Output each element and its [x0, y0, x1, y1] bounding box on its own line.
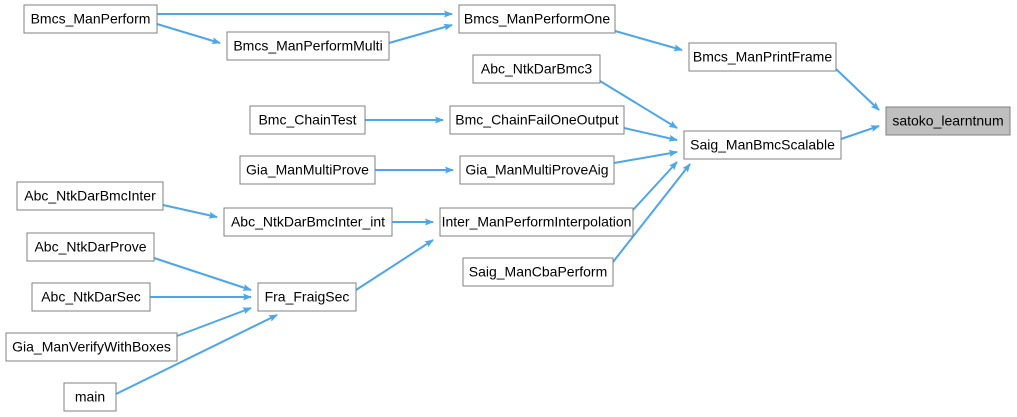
- node-box-bmcs_manperformmulti[interactable]: [226, 31, 390, 61]
- edge-gia_manverifywithboxes-to-fra_fraigsec: [176, 307, 252, 337]
- node-label-bmc_chaintest: Bmc_ChainTest: [258, 112, 356, 128]
- node-box-bmcs_manperform[interactable]: [23, 4, 158, 34]
- nodes-layer: Bmcs_ManPerformBmcs_ManPerformMultiBmcs_…: [5, 4, 1011, 412]
- node-bmc_chainfailoneoutput[interactable]: Bmc_ChainFailOneOutput: [449, 105, 625, 135]
- node-box-saig_manbmcscalable[interactable]: [683, 130, 842, 160]
- node-label-abc_ntkdarbmcinter: Abc_NtkDarBmcInter: [24, 188, 156, 204]
- node-box-inter_manperforminterp[interactable]: [439, 207, 634, 237]
- edge-abc_ntkdarbmcinter-to-abc_ntkdarbmcinter_int: [162, 204, 218, 219]
- node-bmcs_manperform[interactable]: Bmcs_ManPerform: [23, 4, 158, 34]
- edge-fra_fraigsec-to-inter_manperforminterp: [355, 239, 434, 291]
- node-box-bmc_chainfailoneoutput[interactable]: [449, 105, 625, 135]
- edge-main-to-fra_fraigsec: [115, 314, 278, 395]
- node-label-gia_manmultiproveaig: Gia_ManMultiProveAig: [465, 162, 608, 178]
- node-label-gia_manmultiprove: Gia_ManMultiProve: [246, 162, 369, 178]
- node-label-abc_ntkdarsec: Abc_NtkDarSec: [41, 289, 141, 305]
- node-label-bmc_chainfailoneoutput: Bmc_ChainFailOneOutput: [455, 112, 619, 128]
- edge-abc_ntkdarprove-to-fra_fraigsec: [153, 257, 252, 291]
- node-box-abc_ntkdarprove[interactable]: [26, 232, 155, 262]
- node-label-fra_fraigsec: Fra_FraigSec: [265, 289, 350, 305]
- node-label-gia_manverifywithboxes: Gia_ManVerifyWithBoxes: [12, 339, 171, 355]
- edge-saig_manbmcscalable-to-satoko_learntnum: [840, 125, 880, 140]
- node-box-saig_mancbaperform[interactable]: [462, 257, 614, 287]
- node-box-abc_ntkdarsec[interactable]: [31, 282, 151, 312]
- edge-inter_manperforminterp-to-saig_manbmcscalable: [632, 161, 678, 211]
- edge-saig_mancbaperform-to-saig_manbmcscalable: [612, 163, 691, 263]
- node-label-abc_ntkdarbmcinter_int: Abc_NtkDarBmcInter_int: [231, 214, 385, 230]
- node-label-saig_manbmcscalable: Saig_ManBmcScalable: [690, 137, 835, 153]
- node-bmcs_manperformone[interactable]: Bmcs_ManPerformOne: [458, 4, 616, 34]
- node-gia_manverifywithboxes[interactable]: Gia_ManVerifyWithBoxes: [5, 332, 178, 362]
- node-satoko_learntnum[interactable]: satoko_learntnum: [885, 106, 1011, 136]
- edges-layer: [115, 10, 880, 395]
- node-bmc_chaintest[interactable]: Bmc_ChainTest: [249, 105, 366, 135]
- node-fra_fraigsec[interactable]: Fra_FraigSec: [257, 282, 357, 312]
- node-saig_mancbaperform[interactable]: Saig_ManCbaPerform: [462, 257, 614, 287]
- node-box-fra_fraigsec[interactable]: [257, 282, 357, 312]
- node-box-abc_ntkdarbmcinter[interactable]: [16, 181, 164, 211]
- node-saig_manbmcscalable[interactable]: Saig_ManBmcScalable: [683, 130, 842, 160]
- node-label-saig_mancbaperform: Saig_ManCbaPerform: [469, 264, 608, 280]
- node-box-gia_manmultiprove[interactable]: [239, 155, 376, 185]
- node-bmcs_manprintframe[interactable]: Bmcs_ManPrintFrame: [688, 42, 837, 72]
- node-label-inter_manperforminterp: Inter_ManPerformInterpolation: [442, 214, 632, 230]
- node-gia_manmultiprove[interactable]: Gia_ManMultiProve: [239, 155, 376, 185]
- edge-bmcs_manperformmulti-to-bmcs_manperformone: [388, 23, 453, 44]
- edge-gia_manmultiproveaig-to-saig_manbmcscalable: [613, 149, 678, 164]
- node-abc_ntkdarprove[interactable]: Abc_NtkDarProve: [26, 232, 155, 262]
- node-abc_ntkdarsec[interactable]: Abc_NtkDarSec: [31, 282, 151, 312]
- node-box-bmcs_manperformone[interactable]: [458, 4, 616, 34]
- node-abc_ntkdarbmcinter_int[interactable]: Abc_NtkDarBmcInter_int: [223, 207, 393, 237]
- node-box-gia_manmultiproveaig[interactable]: [459, 155, 615, 185]
- node-box-abc_ntkdarbmcinter_int[interactable]: [223, 207, 393, 237]
- edge-bmcs_manperformone-to-bmcs_manprintframe: [614, 30, 683, 52]
- node-inter_manperforminterp[interactable]: Inter_ManPerformInterpolation: [439, 207, 634, 237]
- node-label-bmcs_manperformone: Bmcs_ManPerformOne: [464, 11, 610, 27]
- node-box-abc_ntkdarbmc3[interactable]: [472, 54, 601, 84]
- edge-bmc_chainfailoneoutput-to-saig_manbmcscalable: [623, 127, 678, 142]
- node-box-satoko_learntnum[interactable]: [885, 106, 1011, 136]
- node-label-bmcs_manperformmulti: Bmcs_ManPerformMulti: [233, 38, 382, 54]
- edge-bmcs_manperform-to-bmcs_manperformmulti: [156, 23, 221, 45]
- node-label-main: main: [75, 389, 105, 405]
- node-label-satoko_learntnum: satoko_learntnum: [892, 113, 1003, 129]
- node-gia_manmultiproveaig[interactable]: Gia_ManMultiProveAig: [459, 155, 615, 185]
- node-abc_ntkdarbmc3[interactable]: Abc_NtkDarBmc3: [472, 54, 601, 84]
- node-label-abc_ntkdarprove: Abc_NtkDarProve: [34, 239, 146, 255]
- node-main[interactable]: main: [63, 382, 117, 412]
- node-box-main[interactable]: [63, 382, 117, 412]
- node-box-bmc_chaintest[interactable]: [249, 105, 366, 135]
- node-box-bmcs_manprintframe[interactable]: [688, 42, 837, 72]
- edge-bmcs_manprintframe-to-satoko_learntnum: [835, 68, 880, 111]
- node-bmcs_manperformmulti[interactable]: Bmcs_ManPerformMulti: [226, 31, 390, 61]
- node-label-bmcs_manperform: Bmcs_ManPerform: [31, 11, 151, 27]
- node-abc_ntkdarbmcinter[interactable]: Abc_NtkDarBmcInter: [16, 181, 164, 211]
- node-box-gia_manverifywithboxes[interactable]: [5, 332, 178, 362]
- node-label-abc_ntkdarbmc3: Abc_NtkDarBmc3: [481, 61, 592, 77]
- edge-abc_ntkdarbmc3-to-saig_manbmcscalable: [599, 80, 678, 129]
- node-label-bmcs_manprintframe: Bmcs_ManPrintFrame: [693, 49, 832, 65]
